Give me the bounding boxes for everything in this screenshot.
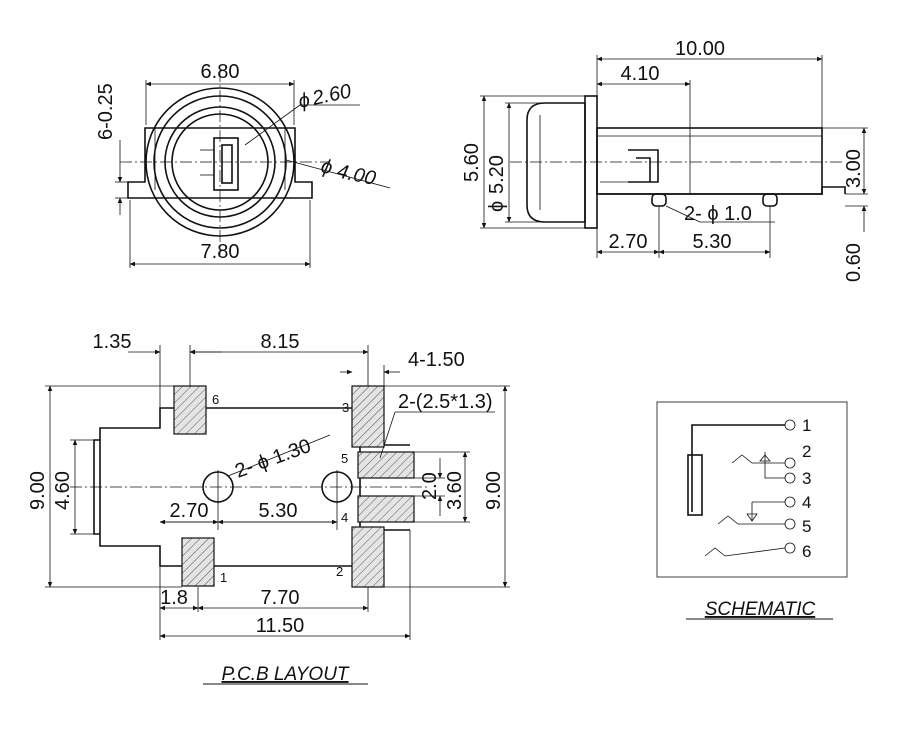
- dim-pcb-height-left: 9.00: [27, 471, 49, 510]
- pcb-pin-5-label: 5: [341, 451, 348, 466]
- schematic: 1 2 3 4 5 6 SCHEMATIC: [656, 401, 848, 620]
- dim-pcb-bottom-span: 7.70: [261, 587, 300, 609]
- dim-side-phi-symbol: ϕ: [486, 201, 508, 212]
- dim-pcb-left: 1.35: [93, 331, 132, 353]
- pcb-layout: 6 3 5 4 2 1 1.35 8.15 4-1.50 2-(2.5*1.3)…: [27, 331, 510, 685]
- dim-front-outer-dia: 4.00: [335, 160, 378, 190]
- dim-pcb-total-length: 11.50: [256, 615, 305, 637]
- dim-pcb-pad-gap: 2.0: [419, 472, 441, 500]
- pcb-layout-caption: P.C.B LAYOUT: [221, 664, 349, 685]
- dim-side-standoff: 0.60: [843, 243, 865, 282]
- dim-side-length: 10.00: [675, 38, 725, 60]
- dim-front-inner-dia: 2.60: [309, 80, 353, 110]
- dim-front-phi-inner-symbol: ϕ: [296, 89, 311, 113]
- dim-pcb-height-right: 9.00: [483, 471, 505, 510]
- schematic-pin-5: 5: [802, 517, 811, 536]
- dim-pcb-span: 8.15: [261, 331, 300, 353]
- schematic-caption: SCHEMATIC: [705, 599, 816, 620]
- schematic-pin-3: 3: [802, 469, 811, 488]
- dim-pcb-hole-pitch: 5.30: [259, 500, 298, 522]
- schematic-pin-4: 4: [802, 493, 811, 512]
- dim-front-width-bottom: 7.80: [201, 241, 240, 263]
- pcb-pin-4-label: 4: [341, 510, 348, 525]
- front-view: 6.80 7.80 6-0.25 ϕ 2.60 ϕ 4.00: [95, 61, 391, 268]
- dim-side-height: 5.60: [461, 143, 483, 182]
- dim-pcb-bottom-left: 1.8: [160, 587, 188, 609]
- dim-side-flange-offset: 4.10: [621, 63, 660, 85]
- pcb-pin-1-label: 1: [220, 570, 227, 585]
- dim-front-pitch: 6-0.25: [95, 83, 117, 140]
- dim-pcb-hole-offset: 2.70: [170, 500, 209, 522]
- schematic-pin-6: 6: [802, 542, 811, 561]
- dim-side-pin-dia: 2- ϕ 1.0: [684, 203, 752, 225]
- pcb-pin-3-label: 3: [342, 400, 349, 415]
- dim-front-width-top: 6.80: [201, 61, 240, 83]
- dim-side-body-height: 3.00: [843, 149, 865, 188]
- pcb-pin-2-label: 2: [336, 564, 343, 579]
- dim-pcb-body-height: 4.60: [52, 471, 74, 510]
- dim-pcb-hole-dia: 2- ϕ 1.30: [232, 435, 314, 483]
- dim-pcb-pad-size: 2-(2.5*1.3): [398, 391, 493, 413]
- side-view: 10.00 4.10 5.60 ϕ 5.20 3.00 0.60 2- ϕ 1.…: [461, 38, 868, 282]
- schematic-pin-1: 1: [802, 416, 811, 435]
- dim-side-pin-pitch: 5.30: [693, 231, 732, 253]
- dim-front-phi-outer-symbol: ϕ: [319, 155, 334, 179]
- schematic-pin-2: 2: [802, 442, 811, 461]
- dim-pcb-pad-span: 3.60: [444, 471, 466, 510]
- dim-side-dia: 5.20: [486, 155, 508, 194]
- dim-pcb-pad-width: 4-1.50: [408, 349, 465, 371]
- dim-side-pin-offset: 2.70: [609, 231, 648, 253]
- pcb-pin-6-label: 6: [212, 392, 219, 407]
